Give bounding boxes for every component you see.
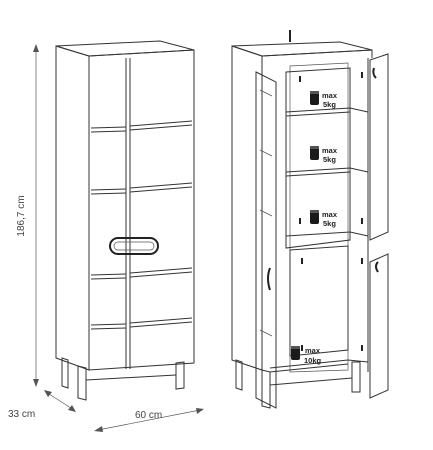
height-dimension: 186,7 cm (16, 44, 39, 387)
closed-cabinet-view (55, 40, 195, 401)
load-label-bottom: max 10kg (291, 346, 322, 365)
width-dimension: 60 cm (94, 408, 204, 432)
svg-text:max: max (322, 91, 338, 100)
svg-text:5kg: 5kg (323, 219, 336, 228)
depth-dimension: 33 cm (8, 390, 76, 420)
open-cabinet-view (231, 30, 389, 409)
load-label-shelf-1: max 5kg (310, 91, 338, 109)
depth-label: 33 cm (8, 409, 35, 420)
svg-text:max: max (305, 346, 321, 355)
load-label-shelf-2: max 5kg (310, 146, 338, 164)
svg-text:max: max (322, 210, 338, 219)
height-label: 186,7 cm (16, 195, 27, 236)
load-label-shelf-3: max 5kg (310, 210, 338, 228)
svg-text:5kg: 5kg (323, 155, 336, 164)
svg-text:5kg: 5kg (323, 100, 336, 109)
svg-text:max: max (322, 146, 338, 155)
width-label: 60 cm (135, 410, 162, 421)
svg-text:10kg: 10kg (304, 356, 322, 365)
door-handle (109, 237, 159, 255)
